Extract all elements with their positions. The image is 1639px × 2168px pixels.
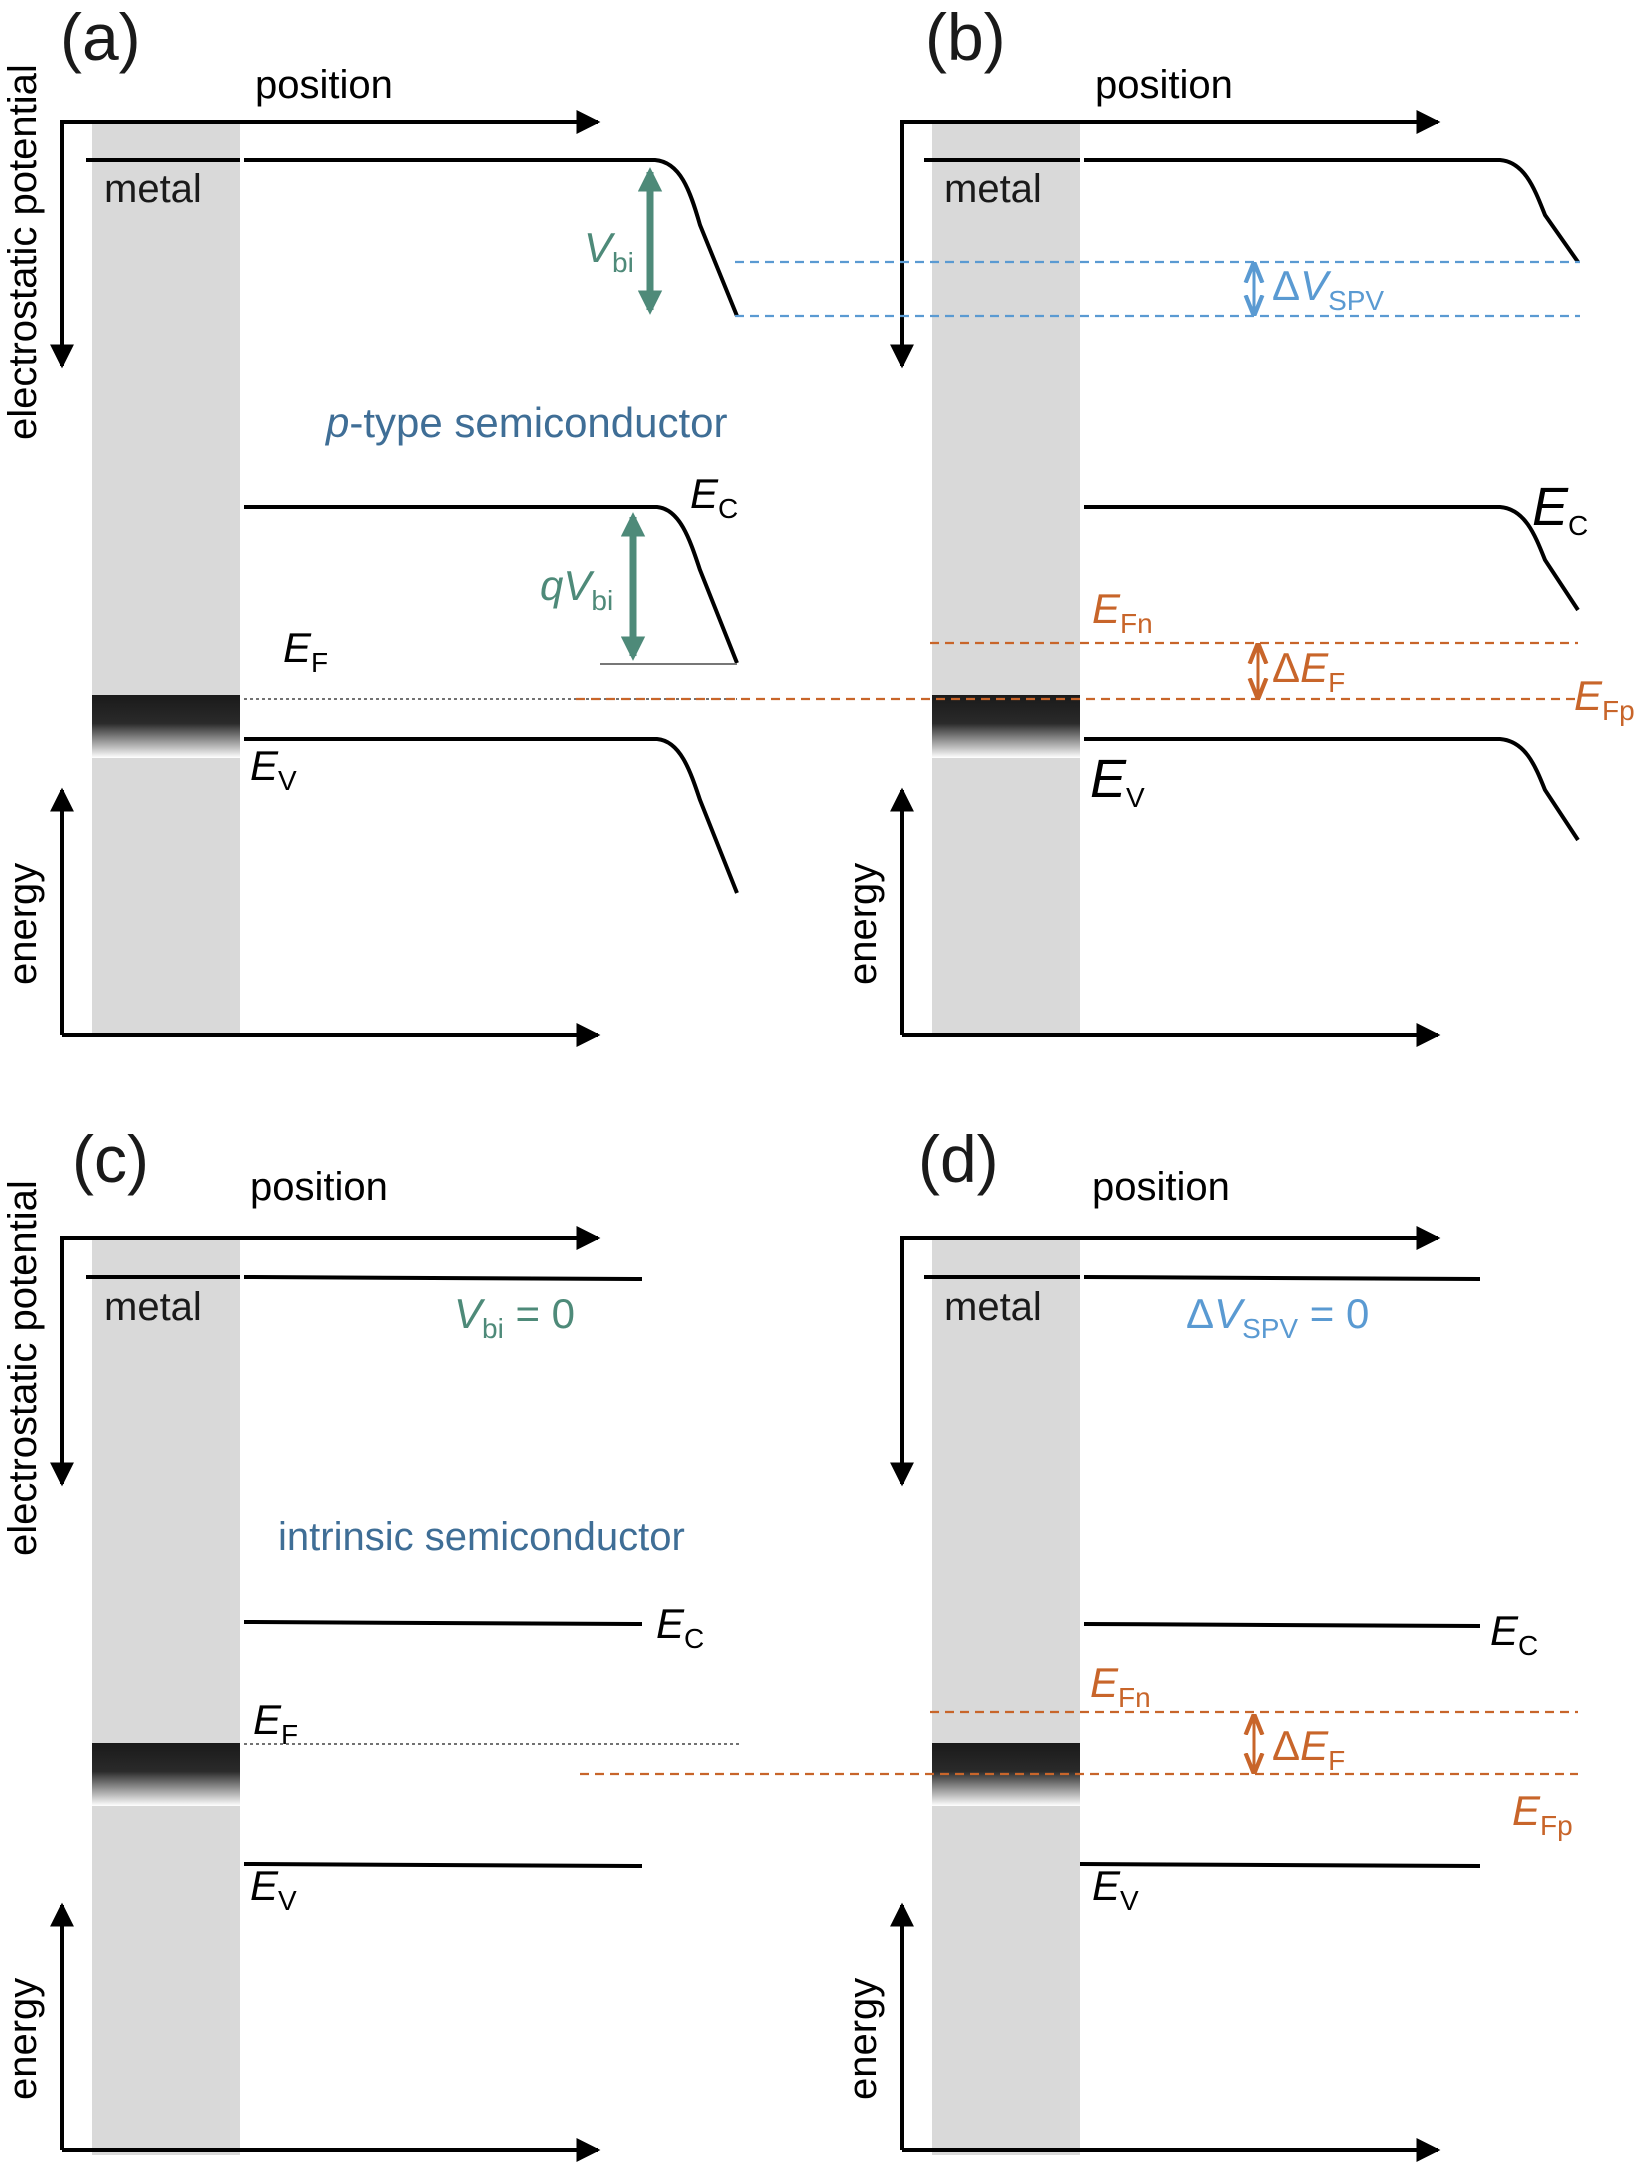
energy-label-c: energy — [1, 1978, 45, 2100]
dvspv-zero-label-d: ΔVSPV = 0 — [1186, 1290, 1369, 1344]
ev-label-c: EV — [250, 1862, 297, 1916]
efn-label-b: EFn — [1092, 585, 1153, 639]
position-label-a: position — [255, 63, 393, 107]
panel-a: (a) metal position electrostatic potenti… — [1, 0, 739, 1047]
vacuum-level-line-c — [243, 1275, 643, 1281]
panel-b-label: (b) — [925, 0, 1006, 74]
vacuum-level-line-a — [244, 158, 739, 317]
conduction-band-line-a — [244, 505, 739, 664]
panel-b: (b) metal position energy ΔVSPV EC EFn Δ… — [576, 0, 1635, 1047]
ev-label-a: EV — [250, 742, 297, 796]
valence-band-line-c — [243, 1862, 643, 1868]
conduction-band-line-b — [1084, 505, 1580, 612]
vbi-label-a: Vbi — [584, 224, 634, 278]
conduction-band-line-c — [243, 1620, 643, 1626]
position-label-d: position — [1092, 1165, 1230, 1209]
valence-band-line-d — [1079, 1862, 1481, 1868]
ef-label-c: EF — [253, 1696, 298, 1750]
vacuum-level-line-b — [1084, 158, 1580, 264]
def-label-b: ΔEF — [1272, 644, 1345, 698]
metal-label-c: metal — [104, 1285, 202, 1329]
semiconductor-label-c: intrinsic semiconductor — [278, 1515, 685, 1559]
valence-band-line-b — [1084, 737, 1580, 842]
ec-label-a: EC — [690, 470, 738, 524]
metal-label-d: metal — [944, 1285, 1042, 1329]
efp-label-d: EFp — [1512, 1787, 1573, 1841]
vbi-zero-label-c: Vbi = 0 — [454, 1290, 575, 1344]
metal-block-b — [932, 120, 1080, 1035]
potential-label-a: electrostatic potential — [1, 64, 45, 440]
conduction-band-line-d — [1083, 1622, 1481, 1628]
potential-label-c: electrostatic potential — [1, 1180, 45, 1556]
ev-label-d: EV — [1092, 1862, 1139, 1916]
ev-label-b: EV — [1090, 749, 1145, 813]
dvspv-label-b: ΔVSPV — [1272, 262, 1384, 316]
energy-label-a: energy — [1, 863, 45, 985]
panel-a-label: (a) — [60, 0, 141, 74]
panel-c-label: (c) — [72, 1122, 149, 1196]
metal-fermi-shading-a — [92, 695, 240, 758]
metal-block-c — [92, 1240, 240, 2155]
panel-d-label: (d) — [918, 1122, 999, 1196]
metal-block-d — [932, 1240, 1080, 2155]
qvbi-label-a: qVbi — [540, 562, 613, 616]
energy-label-d: energy — [841, 1978, 885, 2100]
vacuum-level-line-d — [1083, 1275, 1481, 1281]
ec-label-d: EC — [1490, 1607, 1538, 1661]
ec-label-b: EC — [1532, 477, 1588, 541]
efn-label-d: EFn — [1090, 1659, 1151, 1713]
metal-label-a: metal — [104, 167, 202, 211]
valence-band-line-a — [244, 737, 739, 894]
efp-label-b: EFp — [1574, 672, 1635, 726]
ec-label-c: EC — [656, 1600, 704, 1654]
metal-block-a — [92, 120, 240, 1035]
metal-label-b: metal — [944, 167, 1042, 211]
metal-fermi-shading-c — [92, 1743, 240, 1806]
ef-label-a: EF — [283, 624, 328, 678]
panel-d: (d) metal position energy ΔVSPV = 0 EC E… — [580, 1122, 1578, 2162]
position-label-b: position — [1095, 63, 1233, 107]
position-label-c: position — [250, 1165, 388, 1209]
semiconductor-label-a: p-type semiconductor — [324, 399, 728, 446]
energy-label-b: energy — [841, 863, 885, 985]
panel-c: (c) metal position electrostatic potenti… — [1, 1122, 740, 2162]
metal-fermi-shading-b — [932, 695, 1080, 758]
def-label-d: ΔEF — [1272, 1722, 1345, 1776]
